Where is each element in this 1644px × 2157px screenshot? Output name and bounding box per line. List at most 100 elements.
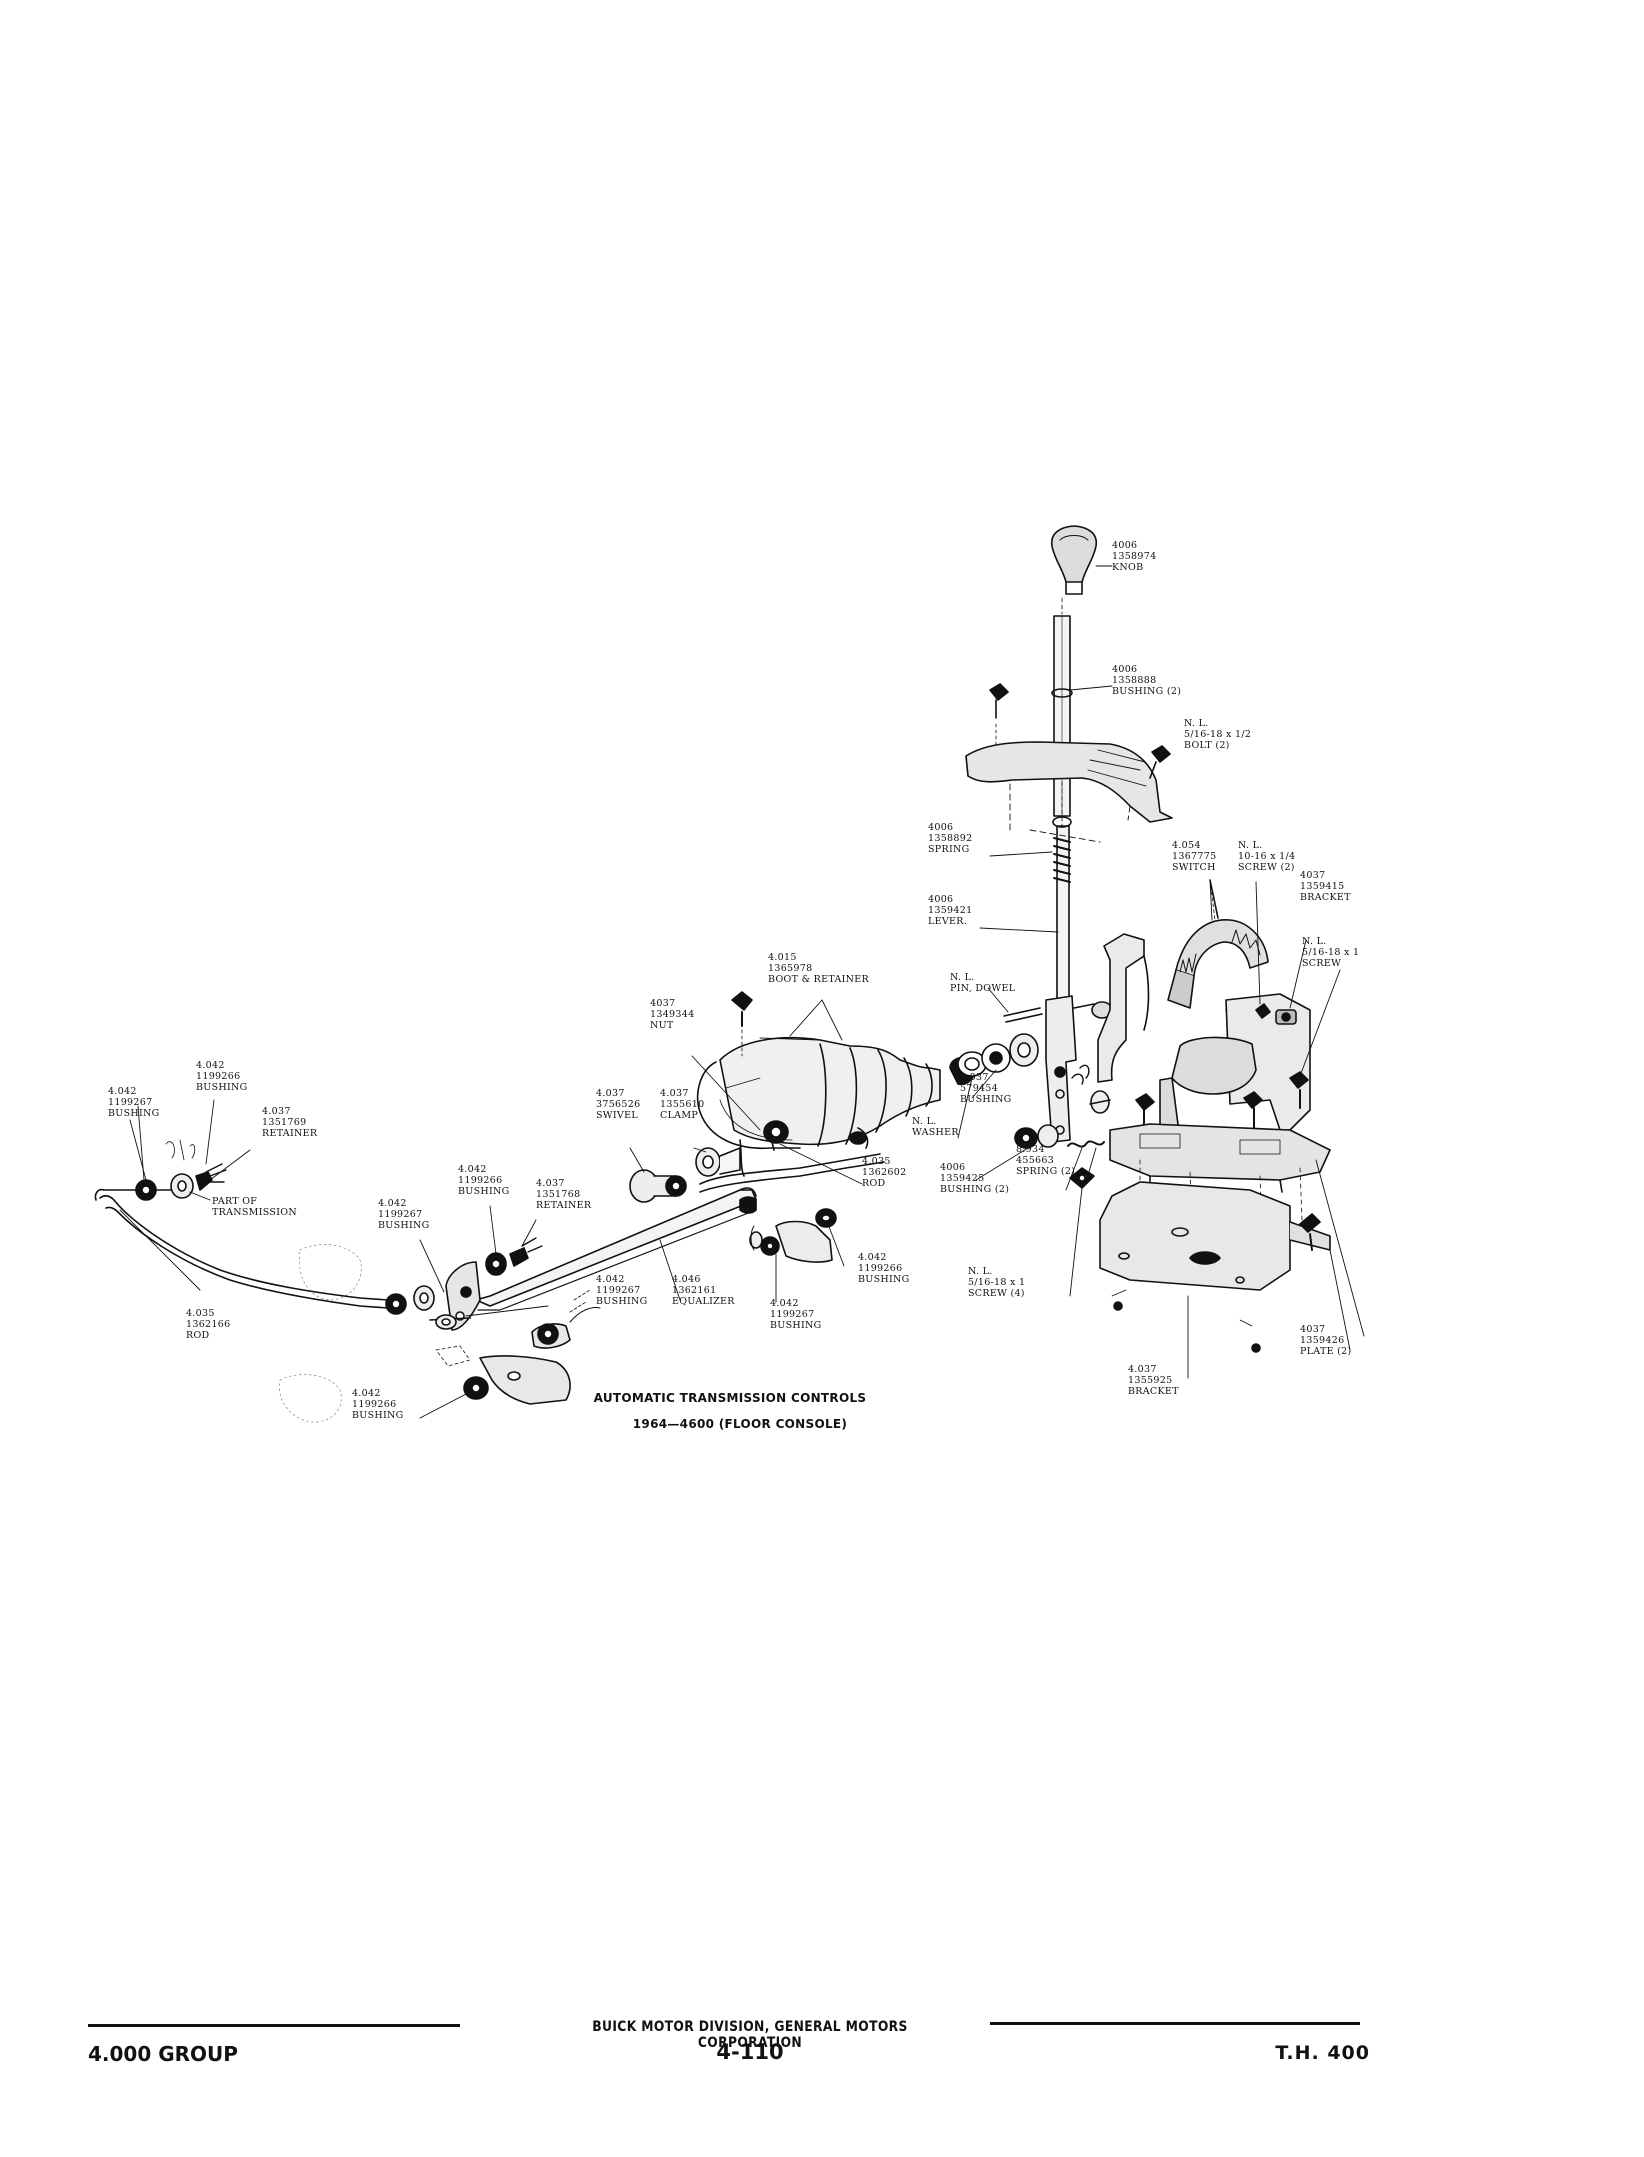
- callout-line: 1199266: [352, 1399, 396, 1410]
- bracket-bottom-part: [1100, 1182, 1330, 1352]
- callout-line: 1199267: [770, 1309, 814, 1320]
- callout-line: 4006: [1112, 540, 1137, 551]
- callout-line: 1355610: [660, 1099, 704, 1110]
- leader-lines: [120, 566, 1364, 1418]
- callout-line: 4.035: [862, 1156, 891, 1167]
- callout-line: SPRING: [928, 844, 970, 855]
- callout-line: 4006: [928, 894, 953, 905]
- callout-line: 4.015: [768, 952, 797, 963]
- caption: AUTOMATIC TRANSMISSION CONTROLS 1964—460…: [594, 1391, 866, 1431]
- callout-line: 5/16-18 x 1: [968, 1277, 1025, 1288]
- callout-line: BOOT & RETAINER: [768, 974, 870, 985]
- callout-line: NUT: [650, 1020, 674, 1031]
- callout-line: 4.042: [858, 1252, 887, 1263]
- callout-line: BUSHING: [352, 1410, 404, 1421]
- callout-line: 1349344: [650, 1009, 694, 1020]
- callout-line: BRACKET: [1128, 1386, 1179, 1397]
- callout-line: 579454: [960, 1083, 998, 1094]
- callout-line: ROD: [862, 1178, 886, 1189]
- callout-line: CLAMP: [660, 1110, 698, 1121]
- boot-retainer-part: [698, 1038, 940, 1148]
- callout-line: 4.046: [672, 1274, 701, 1285]
- callout-line: 4.042: [108, 1086, 137, 1097]
- callout-line: 455663: [1016, 1155, 1054, 1166]
- lever-hardware-part: [950, 1034, 1110, 1148]
- callout-line: BOLT (2): [1184, 740, 1230, 751]
- callout-line: 4.054: [1172, 840, 1201, 851]
- callout-line: 4.037: [262, 1106, 291, 1117]
- shift-knob-part: [1052, 526, 1097, 594]
- callout-line: 3756526: [596, 1099, 640, 1110]
- callout-line: 1199266: [858, 1263, 902, 1274]
- bracket-right-part: [1098, 880, 1310, 1170]
- callout-line: 1365978: [768, 963, 812, 974]
- callout-line: N. L.: [950, 972, 975, 983]
- callout-line: 1362161: [672, 1285, 716, 1296]
- callout-line: 4.037: [1128, 1364, 1157, 1375]
- callout-line: BUSHING (2): [940, 1184, 1009, 1195]
- callout-line: 1362166: [186, 1319, 230, 1330]
- callout-line: LEVER.: [928, 916, 967, 927]
- caption-line-2: 1964—4600 (FLOOR CONSOLE): [633, 1417, 847, 1431]
- lower-rod-part: [95, 1190, 434, 1314]
- callout-line: BRACKET: [1300, 892, 1351, 903]
- callout-line: 4.042: [596, 1274, 625, 1285]
- footer-page-number: 4-110: [716, 2040, 784, 2064]
- callout-line: EQUALIZER: [672, 1296, 735, 1307]
- callout-line: BUSHING: [596, 1296, 648, 1307]
- callout-line: 1359425: [940, 1173, 984, 1184]
- transmission-sketch: [279, 1245, 361, 1423]
- callout-line: BUSHING: [858, 1274, 910, 1285]
- callout-line: 1359421: [928, 905, 972, 916]
- callout-line: 1199266: [458, 1175, 502, 1186]
- callout-line: 4006: [928, 822, 953, 833]
- callout-line: 4037: [1300, 1324, 1325, 1335]
- callout-line: PLATE (2): [1300, 1346, 1352, 1357]
- callout-line: N. L.: [1238, 840, 1263, 851]
- callout-line: N. L.: [968, 1266, 993, 1277]
- callout-line: 5/16-18 x 1/2: [1184, 729, 1251, 740]
- callout-line: 4006: [940, 1162, 965, 1173]
- callout-line: 4.037: [660, 1088, 689, 1099]
- callout-line: 1355925: [1128, 1375, 1172, 1386]
- callout-line: KNOB: [1112, 562, 1143, 573]
- callout-line: SCREW (2): [1238, 862, 1295, 873]
- callout-line: 1199267: [596, 1285, 640, 1296]
- callout-line: BUSHING: [960, 1094, 1012, 1105]
- callout-line: SPRING (2): [1016, 1166, 1075, 1177]
- footer-rule-left: [88, 2024, 460, 2027]
- callout-line: 5/16-18 x 1: [1302, 947, 1359, 958]
- equalizer-part: [430, 1188, 756, 1330]
- callout-line: BUSHING: [108, 1108, 160, 1119]
- callout-line: 1199267: [108, 1097, 152, 1108]
- callout-line: 1359415: [1300, 881, 1344, 892]
- callout-line: 1351768: [536, 1189, 580, 1200]
- console-cover-part: [966, 684, 1172, 842]
- callout-line: 4006: [1112, 664, 1137, 675]
- far-left-bushings-part: [136, 1140, 226, 1200]
- callout-line: 4.042: [352, 1388, 381, 1399]
- upper-rod-part: [630, 1121, 884, 1202]
- callout-line: 4.042: [770, 1298, 799, 1309]
